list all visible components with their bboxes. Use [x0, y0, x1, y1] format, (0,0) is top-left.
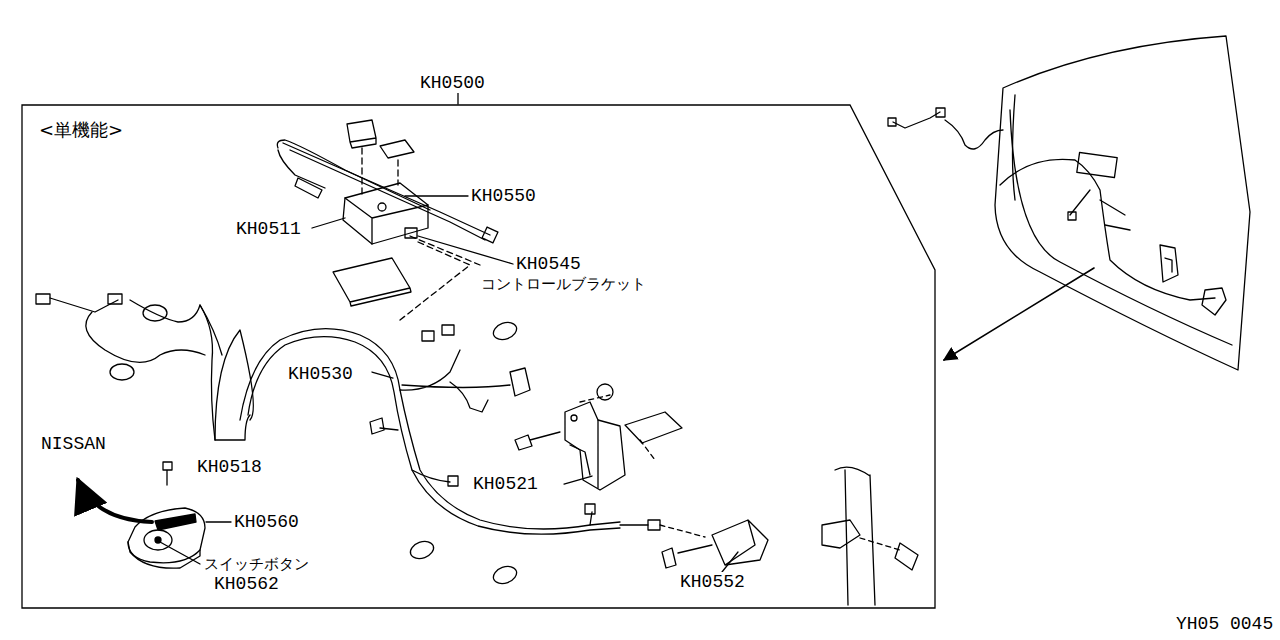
callout-number: KH0560 [233, 512, 300, 532]
part-name: コントロールブラケット [480, 274, 647, 294]
controller-unit [277, 120, 498, 320]
wire-harness [36, 294, 705, 587]
callout-number: KH0552 [679, 572, 746, 592]
frame-outline [22, 105, 935, 608]
frame-border [22, 105, 935, 608]
door-switch [662, 467, 918, 605]
variant-note: <単機能> [38, 120, 124, 140]
door-lock-bracket [515, 384, 682, 490]
callout-number: KH0521 [472, 474, 539, 494]
callout-number: KH0518 [196, 457, 263, 477]
callout-number: KH0545 [515, 254, 582, 274]
leader-lines [160, 88, 738, 572]
callout-number: KH0530 [287, 364, 354, 384]
callout-number: KH0500 [419, 73, 486, 93]
callout-number: KH0562 [213, 574, 280, 594]
frame-region: KH0500<単機能> [22, 105, 935, 608]
callout-number: KH0550 [470, 186, 537, 206]
callout-number: KH0511 [235, 219, 302, 239]
brand-mark: NISSAN [40, 434, 107, 454]
figure-number: YH05 0045 [1175, 614, 1274, 634]
door-overview [888, 36, 1250, 370]
part-name: スイッチボタン [203, 554, 310, 574]
key-fob [78, 462, 205, 568]
